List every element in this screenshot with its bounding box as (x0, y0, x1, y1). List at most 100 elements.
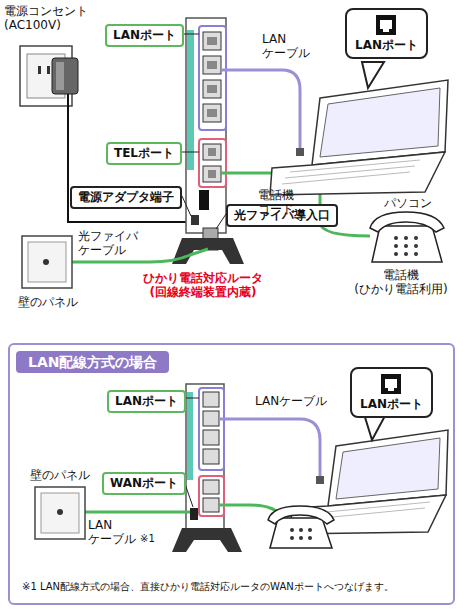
wall-panel (43, 259, 49, 265)
router (187, 392, 193, 480)
speech-bubble: LANポート (345, 8, 428, 59)
telephone (404, 244, 408, 248)
wall-panel (41, 493, 79, 533)
laptop (336, 438, 440, 499)
label: 電話機 (ひかり電話利用) (342, 268, 460, 296)
laptop (270, 80, 448, 195)
router (191, 215, 199, 225)
lan-cable (221, 70, 300, 150)
label: 壁のパネル (12, 295, 84, 309)
lan-jack-icon (380, 20, 392, 32)
router (203, 104, 221, 122)
label: 光ファイバ ケーブル (78, 229, 148, 257)
router (207, 37, 217, 178)
label: LAN ケーブル (262, 32, 314, 60)
label: 壁のパネル (24, 468, 96, 482)
power-outlet (38, 66, 41, 74)
lan-jack-icon (376, 15, 396, 35)
section-heading: LAN配線方式の場合 (16, 351, 169, 373)
router (203, 498, 219, 512)
telephone (268, 506, 334, 548)
port-callout: LANポート (107, 390, 186, 413)
label: ※1 (140, 532, 164, 545)
telephone (268, 506, 334, 524)
telephone (370, 212, 444, 232)
router (203, 411, 219, 426)
router (203, 166, 221, 182)
router (199, 139, 226, 187)
router (199, 476, 224, 516)
label: 電話機 コード (258, 188, 314, 216)
telephone (308, 528, 312, 532)
router (199, 388, 224, 470)
router (203, 32, 221, 182)
leader-line (184, 398, 199, 507)
router (172, 18, 244, 264)
router (203, 430, 219, 445)
wall-panel (22, 236, 72, 288)
router (186, 384, 224, 530)
lan-cable (219, 419, 320, 480)
label: パソコン (368, 196, 448, 210)
telephone (308, 536, 312, 540)
callout-text: LANポート (360, 397, 423, 412)
laptop (316, 476, 324, 484)
router (186, 18, 226, 233)
lan-jack-icon (375, 14, 397, 36)
callout-text: LANポート (115, 394, 178, 409)
bubble-tail (362, 62, 384, 88)
router (199, 190, 209, 210)
router (203, 32, 221, 50)
router (207, 85, 217, 93)
wall-panel (57, 509, 63, 515)
router (172, 238, 244, 264)
port-callout: WANポート (102, 472, 186, 495)
router (203, 449, 219, 464)
router (203, 392, 219, 512)
laptop (296, 148, 304, 156)
wall-panel (35, 487, 85, 539)
terminal-callout: 電源アダプタ端子 (70, 186, 182, 209)
router (207, 37, 217, 45)
label: ひかり電話対応ルータ (回線終端装置内蔵) (110, 271, 296, 299)
laptop (282, 160, 420, 184)
telephone (394, 244, 398, 248)
laptop (320, 88, 440, 157)
telephone (414, 252, 418, 256)
telephone (394, 236, 418, 256)
telephone (299, 528, 303, 532)
lan-jack-icon (385, 379, 397, 391)
laptop (270, 152, 445, 195)
telephone (270, 518, 332, 548)
power-adapter (56, 62, 64, 90)
router (203, 56, 221, 74)
port-callout: TELポート (106, 142, 182, 165)
speech-bubble: LANポート (350, 367, 433, 418)
label: LANケーブル (255, 394, 345, 408)
router (203, 480, 219, 494)
phone-cord (219, 505, 278, 512)
telephone (372, 226, 442, 262)
label: LAN ケーブル (88, 518, 138, 546)
router (203, 392, 219, 407)
callout-text: LANポート (355, 38, 418, 53)
callout-text: LANポート (113, 28, 176, 43)
telephone (370, 212, 444, 262)
port-callout: LANポート (105, 24, 184, 47)
lan-jack-icon (381, 374, 401, 394)
telephone (404, 236, 408, 240)
router (203, 80, 221, 98)
router (207, 109, 217, 117)
router (190, 508, 198, 520)
lan-jack-icon (380, 373, 402, 395)
telephone (299, 536, 303, 540)
telephone (394, 236, 398, 240)
router (208, 170, 216, 178)
callout-text: TELポート (114, 146, 174, 161)
router (208, 148, 216, 156)
router (199, 26, 226, 130)
router (203, 144, 221, 160)
telephone (290, 528, 312, 540)
laptop (328, 430, 448, 506)
power-adapter (52, 58, 78, 94)
